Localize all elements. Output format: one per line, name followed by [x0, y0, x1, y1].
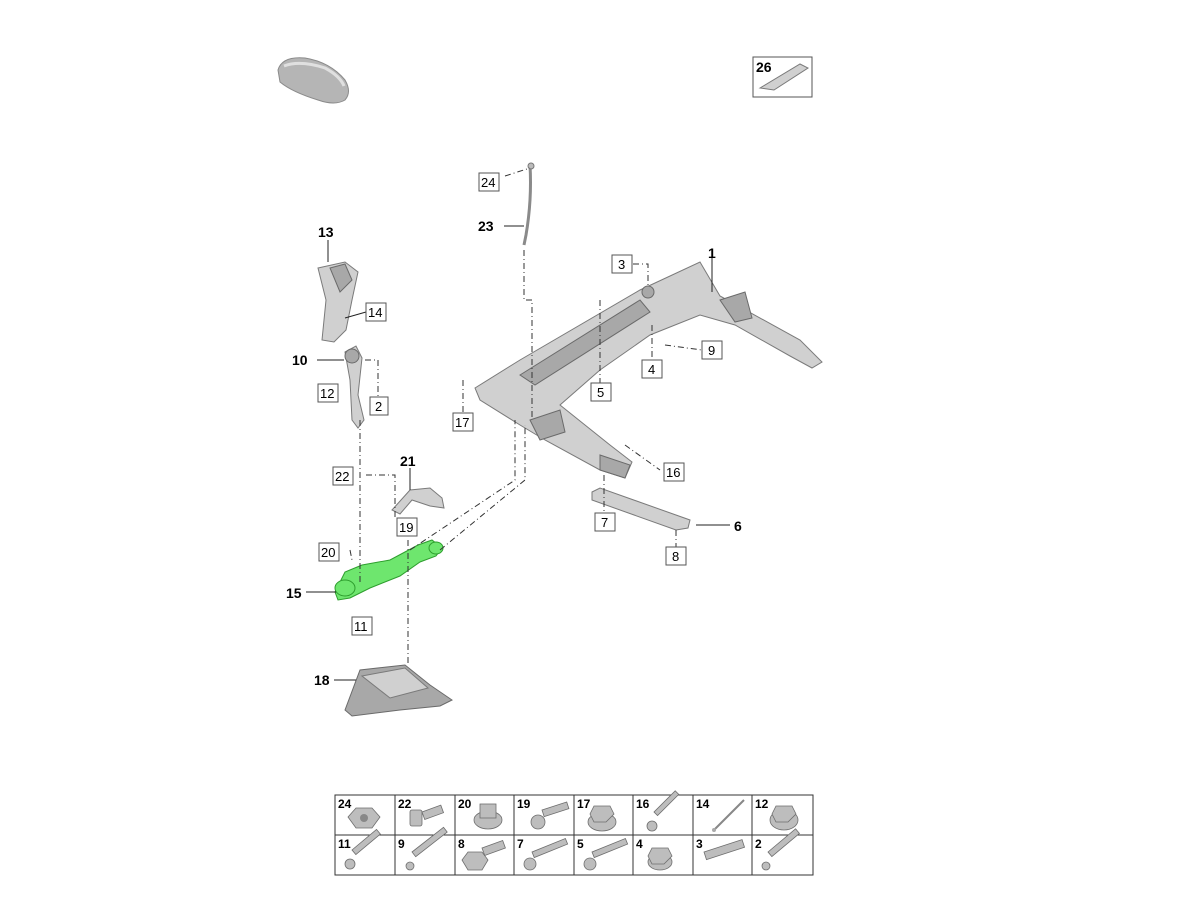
- table-cell-r2c3: 8: [458, 837, 465, 851]
- flange-nut-icon: [647, 847, 673, 871]
- table-cell-r2c4: 7: [517, 837, 524, 851]
- boxed-callout-14[interactable]: 14: [365, 302, 387, 322]
- table-cell-r1c8: 12: [755, 797, 769, 811]
- table-cell-r1c2: 22: [398, 797, 412, 811]
- svg-text:9: 9: [708, 343, 715, 358]
- nut-icon: [347, 807, 381, 829]
- svg-text:12: 12: [320, 386, 334, 401]
- callout-13: 13: [318, 224, 334, 240]
- assembly-lines: [349, 167, 703, 665]
- table-cell-r1c1: 24: [338, 797, 352, 811]
- stud-icon: [703, 839, 746, 861]
- flange-nut-icon: [769, 805, 799, 831]
- table-cell-r2c5: 5: [577, 837, 584, 851]
- long-bolt-icon: [646, 790, 680, 832]
- svg-text:11: 11: [354, 619, 368, 634]
- svg-text:17: 17: [455, 415, 469, 430]
- boxed-callout-24[interactable]: 24: [478, 172, 500, 192]
- svg-text:24: 24: [481, 175, 495, 190]
- boxed-callout-9[interactable]: 9: [701, 340, 723, 360]
- plate-part-6[interactable]: [591, 487, 691, 531]
- callout-1: 1: [708, 245, 716, 261]
- table-cell-r1c4: 19: [517, 797, 531, 811]
- callout-26: 26: [756, 59, 772, 75]
- table-cell-r2c7: 3: [696, 837, 703, 851]
- table-cell-r2c8: 2: [755, 837, 762, 851]
- boxed-callout-20[interactable]: 20: [318, 542, 340, 562]
- bolt-icon: [461, 839, 506, 871]
- callout-21: 21: [400, 453, 416, 469]
- car-silhouette-icon: [277, 57, 349, 104]
- callout-18: 18: [314, 672, 330, 688]
- svg-text:20: 20: [321, 545, 335, 560]
- long-bolt-icon: [405, 826, 448, 871]
- boxed-callout-4[interactable]: 4: [641, 359, 663, 379]
- subframe-part-1[interactable]: [474, 261, 823, 479]
- boxed-callout-16[interactable]: 16: [663, 462, 685, 482]
- svg-text:16: 16: [666, 465, 680, 480]
- boxed-callout-2[interactable]: 2: [369, 396, 389, 416]
- svg-text:8: 8: [672, 549, 679, 564]
- long-bolt-icon: [523, 837, 569, 871]
- rod-part-23[interactable]: [522, 162, 535, 246]
- boxed-callout-19[interactable]: 19: [396, 517, 418, 537]
- flange-nut-icon: [587, 805, 617, 832]
- control-arm-part-15[interactable]: [334, 539, 444, 601]
- svg-text:19: 19: [399, 520, 413, 535]
- svg-text:14: 14: [368, 305, 382, 320]
- bracket-part-13[interactable]: [317, 261, 359, 343]
- callout-15: 15: [286, 585, 302, 601]
- bolt-icon: [530, 801, 570, 830]
- bolt-icon: [409, 804, 445, 827]
- link-part-10[interactable]: [344, 345, 365, 429]
- bracket-part-21[interactable]: [391, 487, 445, 515]
- table-cell-r2c6: 4: [636, 837, 643, 851]
- table-cell-r2c2: 9: [398, 837, 405, 851]
- table-cell-r2c1: 11: [338, 837, 351, 851]
- boxed-callout-11[interactable]: 11: [351, 616, 373, 636]
- cover-part-18[interactable]: [344, 664, 453, 717]
- flange-nut-icon: [473, 803, 503, 830]
- table-cell-r1c3: 20: [458, 797, 472, 811]
- long-bolt-icon: [761, 828, 800, 871]
- table-cell-r1c7: 14: [696, 797, 710, 811]
- hardware-table: 24 22 20 19 17 16 14 12 11 9 8 7 5 4 3 2: [334, 790, 814, 876]
- long-bolt-icon: [344, 828, 381, 870]
- boxed-callout-12[interactable]: 12: [317, 383, 339, 403]
- svg-text:7: 7: [601, 515, 608, 530]
- boxed-callout-5[interactable]: 5: [590, 382, 612, 402]
- svg-text:5: 5: [597, 385, 604, 400]
- callout-6: 6: [734, 518, 742, 534]
- boxed-callout-3[interactable]: 3: [611, 254, 633, 274]
- svg-text:4: 4: [648, 362, 655, 377]
- pin-icon: [712, 799, 745, 832]
- boxed-callout-7[interactable]: 7: [594, 512, 616, 532]
- boxed-callout-17[interactable]: 17: [452, 412, 474, 432]
- part-26-inset[interactable]: 26: [752, 56, 813, 98]
- table-cell-r1c6: 16: [636, 797, 650, 811]
- callout-23: 23: [478, 218, 494, 234]
- callout-10: 10: [292, 352, 308, 368]
- svg-text:2: 2: [375, 399, 382, 414]
- table-cell-r1c5: 17: [577, 797, 591, 811]
- svg-text:3: 3: [618, 257, 625, 272]
- boxed-callout-8[interactable]: 8: [665, 546, 687, 566]
- leader-lines: [306, 225, 730, 681]
- svg-text:22: 22: [335, 469, 349, 484]
- long-bolt-icon: [583, 837, 629, 871]
- boxed-callout-22[interactable]: 22: [332, 466, 354, 486]
